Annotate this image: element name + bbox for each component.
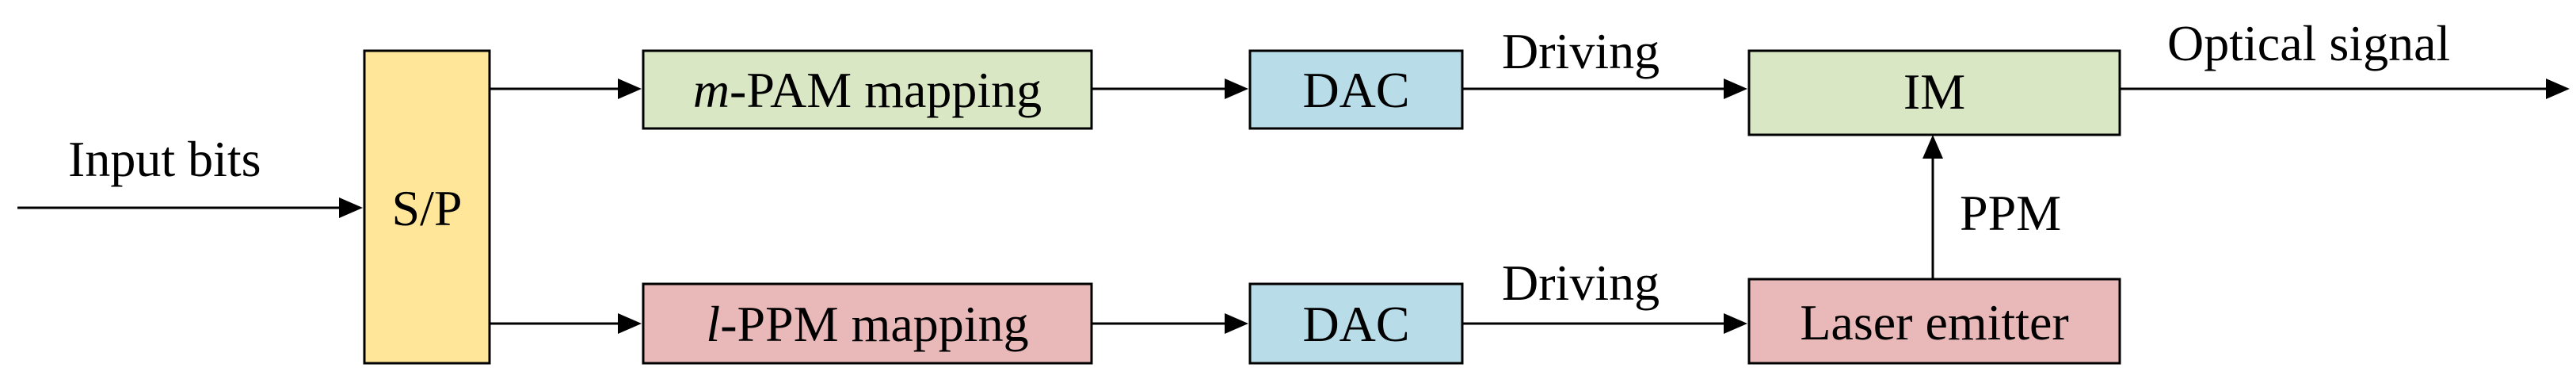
pam-mapping-label: m-PAM mapping	[693, 62, 1042, 118]
arrowhead-output	[2546, 79, 2570, 99]
arrowhead-dac-laser	[1724, 313, 1747, 334]
sp-label: S/P	[392, 180, 463, 236]
edge-labels: Input bits Driving Driving Optical signa…	[68, 15, 2450, 311]
im-label: IM	[1903, 63, 1965, 120]
dac-top-block	[1248, 49, 1464, 130]
ppm-mapping-label: l-PPM mapping	[706, 296, 1028, 352]
sp-block	[363, 49, 491, 365]
arrowhead-input	[339, 197, 363, 218]
pam-mapping-block	[642, 49, 1093, 130]
ppm-mapping-block	[642, 282, 1093, 365]
arrowhead-ppm-dac	[1225, 313, 1248, 334]
connectors	[17, 79, 2570, 334]
optical-signal-label: Optical signal	[2167, 15, 2450, 71]
im-block	[1747, 49, 2121, 136]
dac-top-label: DAC	[1302, 62, 1409, 118]
arrowhead-laser-im	[1922, 135, 1943, 159]
ppm-edge-label: PPM	[1960, 185, 2061, 241]
driving-bottom-label: Driving	[1502, 255, 1660, 311]
dac-bottom-block	[1248, 282, 1464, 365]
arrowhead-dac-im	[1724, 79, 1747, 99]
input-bits-label: Input bits	[68, 131, 261, 187]
arrowhead-pam-dac	[1225, 79, 1248, 99]
arrowhead-sp-ppm	[618, 313, 642, 334]
laser-emitter-label: Laser emitter	[1800, 294, 2068, 351]
blocks: S/P m-PAM mapping l-PPM mapping DAC DAC …	[363, 49, 2121, 365]
dac-bottom-label: DAC	[1302, 296, 1409, 352]
arrowhead-sp-pam	[618, 79, 642, 99]
laser-emitter-block	[1747, 278, 2121, 365]
driving-top-label: Driving	[1502, 23, 1660, 79]
